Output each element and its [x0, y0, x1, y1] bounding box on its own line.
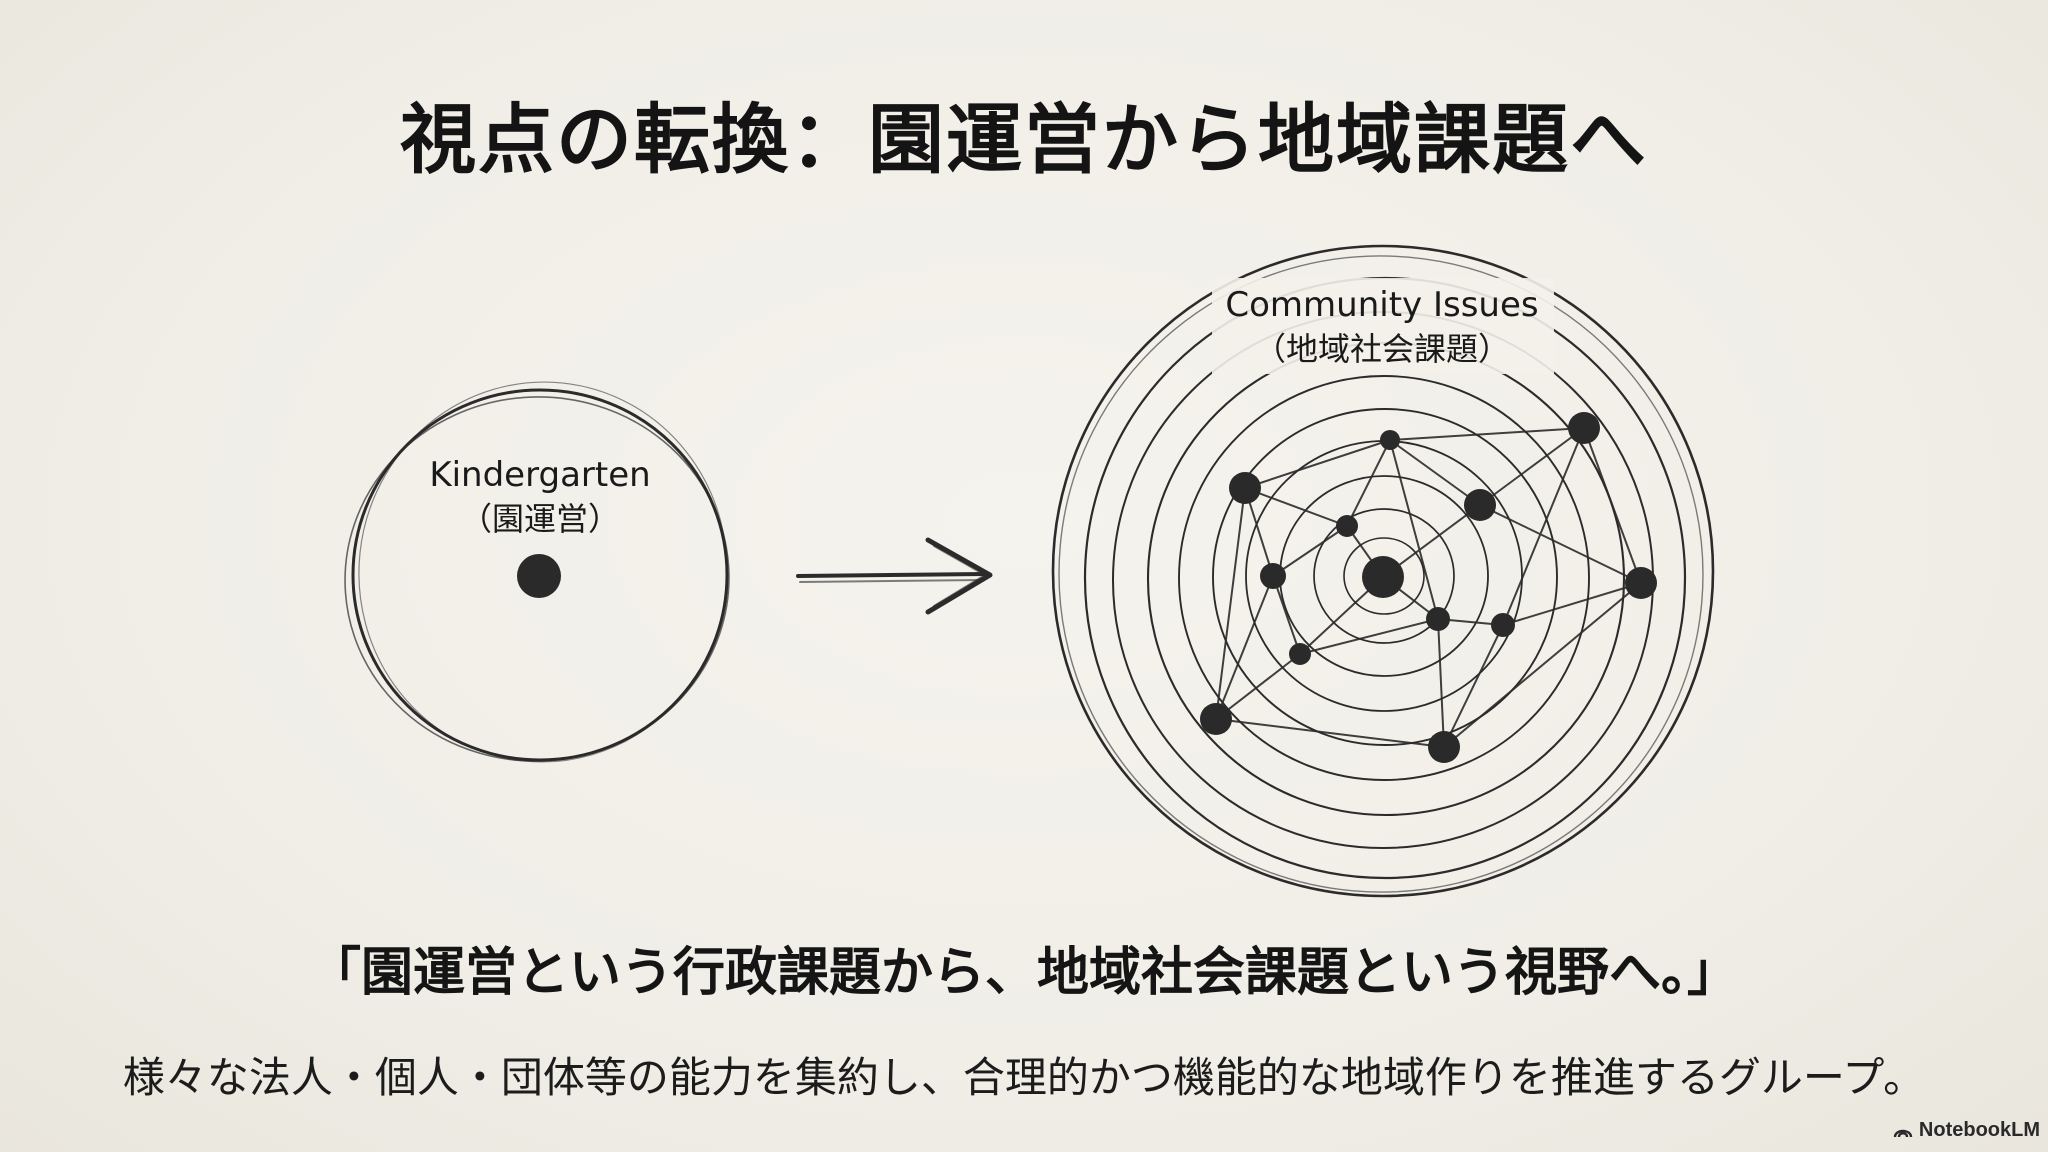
kindergarten-sublabel: （園運営）: [460, 500, 620, 538]
brand-name: NotebookLM: [1918, 1119, 2040, 1141]
description-text: 様々な法人・個人・団体等の能力を集約し、合理的かつ機能的な地域作りを推進するグル…: [122, 1053, 1926, 1102]
network-node: [1464, 489, 1496, 521]
arrow-icon: [796, 537, 993, 615]
network-node: [1491, 613, 1515, 637]
brand-watermark: NotebookLM: [1893, 1119, 2040, 1142]
network-node: [1260, 563, 1286, 589]
network-links: [1215, 427, 1642, 748]
community-label: Community Issues: [1225, 285, 1538, 325]
network-node: [1336, 515, 1358, 537]
quote-text: 「園運営という行政課題から、地域社会課題という視野へ。」: [308, 943, 1739, 1003]
kindergarten-center-dot: [517, 554, 561, 598]
network-node: [1362, 556, 1404, 598]
network-node: [1426, 607, 1450, 631]
kindergarten-label: Kindergarten: [429, 455, 650, 495]
network-node: [1289, 643, 1311, 665]
network-node: [1380, 430, 1400, 450]
network-node: [1568, 412, 1600, 444]
network-node: [1229, 472, 1261, 504]
notebooklm-logo-icon: [1893, 1129, 1913, 1137]
kindergarten-circle: [344, 381, 730, 763]
slide-title: 視点の転換：園運営から地域課題へ: [400, 95, 1648, 184]
network-node: [1428, 731, 1460, 763]
network-node: [1625, 567, 1657, 599]
community-label-backdrop: [1212, 278, 1554, 374]
network-nodes: [1200, 412, 1657, 763]
community-sublabel: （地域社会課題）: [1254, 330, 1510, 368]
network-node: [1200, 703, 1232, 735]
